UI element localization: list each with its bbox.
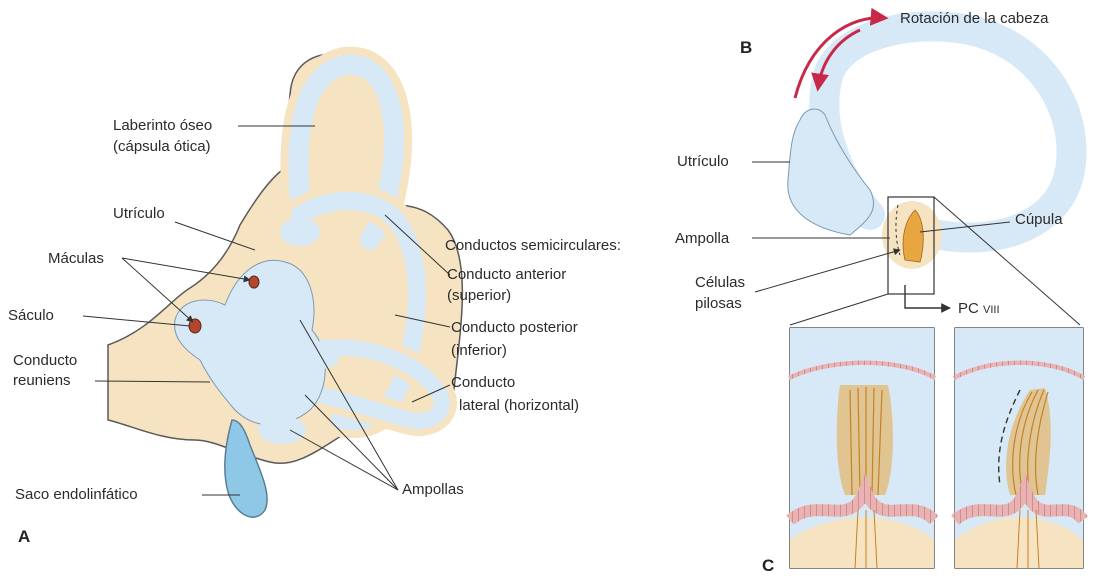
label-utriculo-a: Utrículo [113, 204, 165, 223]
label-reuniens-1: Conducto [13, 351, 77, 370]
label-reuniens-2: reuniens [13, 371, 71, 390]
label-anterior-1: Conducto anterior [447, 265, 566, 284]
ampulla-blob-2 [304, 341, 340, 369]
utricle-b [788, 109, 874, 235]
label-posterior-1: Conducto posterior [451, 318, 578, 337]
panel-b-drawing [788, 18, 1080, 325]
macula-saccule [189, 319, 201, 333]
panel-c-left [790, 328, 934, 568]
label-pc-viii: PC VIII [958, 299, 1000, 320]
label-lateral-1: Conducto [451, 373, 515, 392]
label-ampollas: Ampollas [402, 480, 464, 499]
label-anterior-2: (superior) [447, 286, 511, 305]
label-rotacion: Rotación de la cabeza [900, 9, 1048, 28]
label-lateral-2: lateral (horizontal) [459, 396, 579, 415]
panel-label-b: B [740, 38, 752, 58]
ampulla-blob-3 [258, 416, 306, 444]
label-saco: Saco endolinfático [15, 485, 138, 504]
label-cupula: Cúpula [1015, 210, 1063, 229]
label-celulas-2: pilosas [695, 294, 742, 313]
panel-label-c: C [762, 556, 774, 576]
macula-utricle [249, 276, 259, 288]
label-laberinto-2: (cápsula ótica) [113, 137, 211, 156]
panel-label-a: A [18, 527, 30, 547]
label-ampolla: Ampolla [675, 229, 729, 248]
label-conductos-semicirculares: Conductos semicirculares: [445, 236, 621, 255]
label-celulas-1: Células [695, 273, 745, 292]
ampulla-blob-1 [280, 218, 320, 246]
label-saculo: Sáculo [8, 306, 54, 325]
label-utriculo-b: Utrículo [677, 152, 729, 171]
nerve-arrow [905, 285, 950, 308]
label-pc: PC [958, 300, 979, 317]
label-viii: VIII [983, 304, 1000, 316]
label-maculas: Máculas [48, 249, 104, 268]
label-laberinto-1: Laberinto óseo [113, 116, 212, 135]
label-posterior-2: (inferior) [451, 341, 507, 360]
panel-c-right [955, 328, 1083, 568]
